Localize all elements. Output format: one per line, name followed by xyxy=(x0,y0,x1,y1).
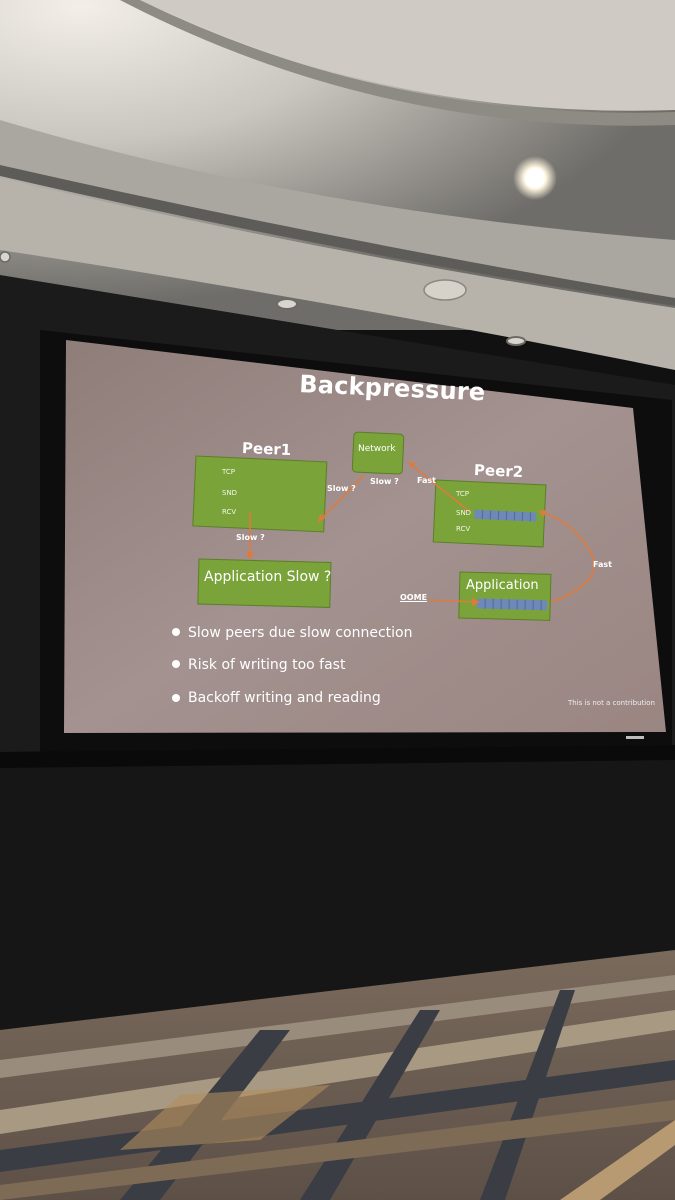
disclaimer: This is not a contribution xyxy=(568,699,655,707)
application-label: Application xyxy=(466,578,539,593)
edge-label-peer1-app: Slow ? xyxy=(236,533,265,542)
application-slow-box xyxy=(197,558,332,608)
peer1-label: Peer1 xyxy=(241,438,292,460)
edge-label-app-peer2: Fast xyxy=(593,560,612,569)
edge-label-network-peer2: Fast xyxy=(417,476,436,485)
peer2-label: Peer2 xyxy=(473,460,524,482)
peer1-row-tcp: TCP xyxy=(222,468,235,476)
peer1-row-snd: SND xyxy=(222,489,238,497)
bullet-3: Backoff writing and reading xyxy=(188,690,381,706)
peer2-box xyxy=(432,479,547,548)
peer2-row-rcv: RCV xyxy=(456,525,471,533)
peer2-row-snd: SND xyxy=(456,509,472,517)
oome-label: OOME xyxy=(400,593,428,602)
edge-label-network-peer1: Slow ? xyxy=(370,477,399,486)
peer1-box xyxy=(192,455,328,533)
network-box xyxy=(351,431,405,475)
peer1-row-rcv: RCV xyxy=(222,508,237,516)
application-box xyxy=(458,571,552,621)
edge-label-peer1-network: Slow ? xyxy=(327,484,356,493)
bullet-2: Risk of writing too fast xyxy=(188,657,346,673)
bullet-1: Slow peers due slow connection xyxy=(188,625,413,641)
network-label: Network xyxy=(358,444,396,454)
application-slow-label: Application Slow ? xyxy=(204,569,332,585)
peer2-row-tcp: TCP xyxy=(456,490,469,498)
diagram-arrows xyxy=(249,461,595,603)
